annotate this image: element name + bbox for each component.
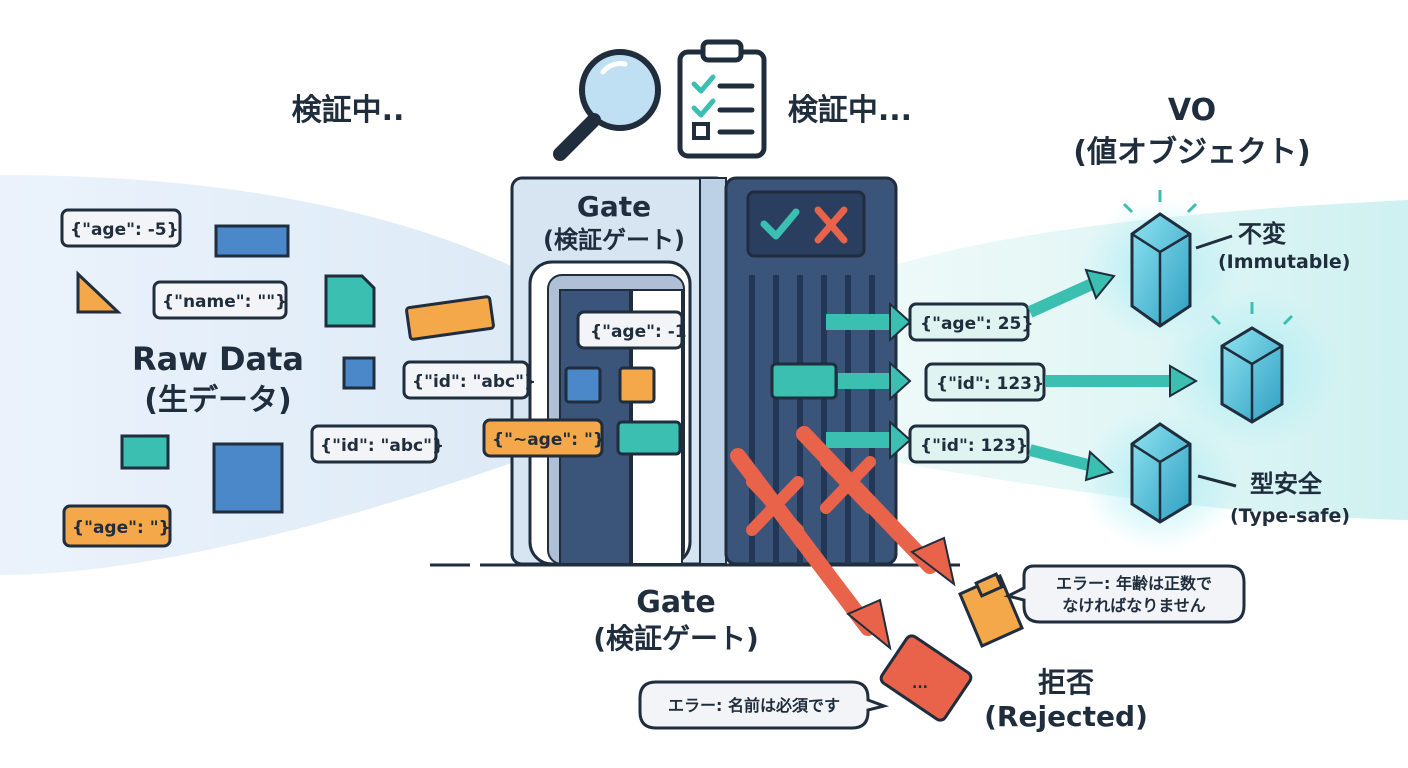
- vo-title: VO: [1168, 93, 1216, 128]
- raw-card-text: {"id": "abc"}: [320, 436, 444, 456]
- immutable-label: 不変: [1238, 220, 1286, 248]
- raw-card-text: {"age": -5}: [70, 220, 179, 240]
- crystal-icon: [1210, 302, 1294, 424]
- gate-bottom-title: Gate: [636, 585, 716, 620]
- check-icon: [760, 208, 800, 240]
- crystal-icon: [1122, 190, 1198, 328]
- rejected-item-red: ...: [879, 634, 973, 722]
- raw-card-text: {"id": "abc"}: [412, 372, 536, 392]
- valid-outputs: {"age": 25} {"id": 123} {"id": 123}: [826, 268, 1199, 482]
- rejected-arrows: [730, 426, 956, 651]
- rejected-en-label: (Rejected): [984, 700, 1148, 733]
- checklist-icon: [677, 39, 767, 159]
- verifying-right-label: 検証中...: [788, 93, 912, 128]
- gate-subtitle: (検証ゲート): [543, 226, 685, 254]
- raw-data-title: Raw Data: [132, 340, 304, 378]
- cross-icon: [814, 206, 848, 244]
- verifying-left-label: 検証中..: [292, 93, 405, 128]
- raw-data-subtitle: (生データ): [144, 383, 291, 418]
- rejected-item-orange: [958, 572, 1024, 648]
- typesafe-en-label: (Type-safe): [1230, 505, 1350, 527]
- immutable-en-label: (Immutable): [1218, 251, 1350, 273]
- crystal-icon: [1130, 422, 1192, 524]
- rejected-label: 拒否: [1038, 666, 1094, 699]
- error-bubble-name: エラー: 名前は必須です: [638, 680, 890, 730]
- error-age-line2: なければなりません: [1062, 596, 1206, 615]
- valid-card-text: {"id": 123}: [936, 374, 1044, 394]
- cross-icon: [746, 476, 804, 536]
- raw-card-text: {"~age": "}: [492, 430, 605, 450]
- cross-icon: [820, 456, 876, 514]
- error-bubble-age: エラー: 年齢は正数で なければなりません: [1003, 564, 1246, 624]
- raw-data-flow: [0, 175, 520, 575]
- typesafe-label: 型安全: [1250, 470, 1323, 498]
- error-age-line1: エラー: 年齢は正数で: [1056, 574, 1212, 593]
- error-name-text: エラー: 名前は必須です: [668, 696, 840, 715]
- valid-card-text: {"age": 25}: [920, 314, 1033, 334]
- valid-card-text: {"id": 123}: [920, 436, 1028, 456]
- data-card-age-neg1-text: {"age": -1: [590, 322, 687, 342]
- gate-title: Gate: [577, 190, 651, 223]
- raw-data-shapes: [76, 224, 495, 514]
- rejected-ellipsis: ...: [912, 676, 928, 692]
- data-card-age-neg1: [576, 310, 684, 350]
- vo-subtitle: (値オブジェクト): [1073, 135, 1310, 170]
- raw-card-text: {"name": ""}: [162, 292, 287, 312]
- gate-bottom-subtitle: (検証ゲート): [593, 622, 759, 655]
- raw-data-cards: {"age": -5} {"name": ""} {"id": "abc"} {…: [60, 208, 605, 548]
- magnifier-icon: [553, 49, 661, 161]
- raw-card-text: {"age": "}: [72, 518, 171, 538]
